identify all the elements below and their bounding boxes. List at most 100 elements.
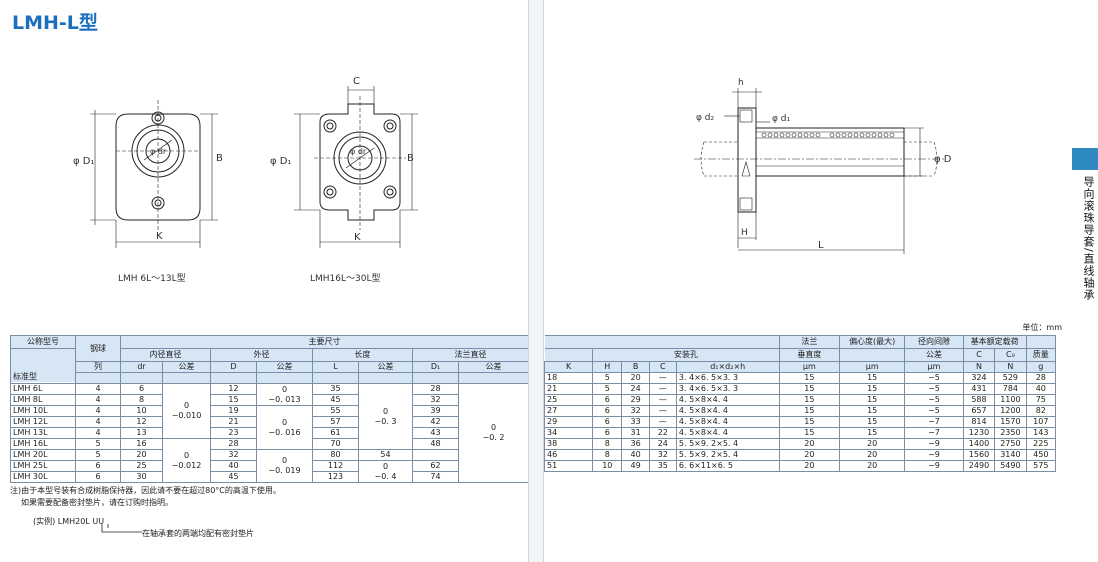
cell-C0: 1200: [994, 405, 1027, 417]
cell-rc: −7: [904, 427, 964, 439]
header-D1-tol: 公差: [458, 361, 529, 373]
dim-H-label: H: [741, 228, 748, 238]
cell-D: 12: [210, 383, 257, 395]
header-C: C: [962, 348, 996, 362]
cell-rows: 4: [75, 405, 121, 417]
page-gutter: [528, 0, 544, 562]
left-page: LMH-L型 φ D₁ φ dr B K LMH 6L～13: [0, 0, 529, 562]
table-row: 38 8 36 24 5. 5×9. 2×5. 4 20 20 −9 1400 …: [543, 438, 1057, 450]
cell-D-tol-b: 0−0. 016: [256, 405, 313, 450]
cell-C0: 2350: [994, 427, 1027, 439]
cell-dr: 10: [120, 405, 163, 417]
dim-K-label: K: [156, 231, 163, 242]
cell-rc: −9: [904, 460, 964, 472]
header-blank: [256, 372, 313, 384]
cell-D1: 42: [412, 416, 459, 428]
header-rc-tol: 公差: [904, 348, 964, 362]
cell-D1: 48: [412, 438, 459, 450]
cell-C: 22: [648, 427, 677, 439]
cell-rc: −5: [904, 405, 964, 417]
cell-hole: 4. 5×8×4. 4: [675, 416, 780, 428]
cell-C0: 1570: [994, 416, 1027, 428]
cell-C: —: [648, 394, 677, 406]
cell-L: 35: [312, 383, 359, 395]
cell-D: 45: [210, 471, 257, 483]
table-row: LMH 20L 5 20 32 0−0. 019 80 54: [10, 449, 529, 483]
header-N-2: N: [994, 361, 1027, 373]
cell-H: 8: [592, 438, 623, 450]
side-view-drawing: [694, 88, 946, 254]
cell-mass: 28: [1025, 372, 1057, 384]
cell-C: —: [648, 405, 677, 417]
cell-hole: 5. 5×9. 2×5. 4: [675, 438, 780, 450]
table-row: LMH 6L 4 6 0−0.010 12 0−0. 013 35 0−0. 3…: [10, 383, 529, 483]
cell-D1: 43: [412, 427, 459, 439]
cell-model: LMH 6L: [10, 383, 76, 395]
side-tab-text: 导向滚珠导套/直线轴承: [1082, 176, 1095, 301]
header-ball-rows: 钢球: [75, 335, 121, 362]
header-C-dim: C: [648, 361, 677, 373]
cell-model: LMH 12L: [10, 416, 76, 428]
dim-dr-label-2: φ dr: [350, 147, 367, 156]
cell-ecc: 20: [839, 438, 906, 450]
header-D1: D₁: [412, 361, 459, 373]
cell-ecc: 15: [839, 416, 906, 428]
cell-H: 6: [592, 394, 623, 406]
header-blank: [210, 372, 257, 384]
cell-D1: 39: [412, 405, 459, 417]
table-row: 27 6 32 — 4. 5×8×4. 4 15 15 −5 657 1200 …: [543, 405, 1057, 417]
front-view-large-drawing: [294, 86, 418, 248]
cell-perp: 15: [778, 405, 841, 417]
cell-B: 36: [621, 438, 650, 450]
cell-hole: 3. 4×6. 5×3. 3: [675, 383, 780, 395]
cell-rows: 4: [75, 416, 121, 428]
cell-D: 40: [210, 460, 257, 472]
header-mount-hole: 安装孔: [592, 348, 780, 362]
cell-C0: 2750: [994, 438, 1027, 450]
cell-D: 15: [210, 394, 257, 406]
cell-mass: 107: [1025, 416, 1057, 428]
dim-C-label: C: [353, 76, 360, 87]
cell-rc: −5: [904, 383, 964, 395]
cell-C: 24: [648, 438, 677, 450]
header-D-tol: 公差: [256, 361, 313, 373]
header-blank: [358, 372, 413, 384]
header-ecc-blank: [839, 348, 906, 362]
dim-d2-label: φ d₂: [696, 113, 715, 123]
table-row: 29 6 33 — 4. 5×8×4. 4 15 15 −7 814 1570 …: [543, 416, 1057, 428]
header-um-2: μm: [839, 361, 906, 373]
cell-K: 34: [543, 427, 594, 439]
dim-L-label: L: [818, 240, 824, 251]
cell-L: 123: [312, 471, 359, 483]
notes: 注)由于本型号装有合成树脂保持器，因此请不要在超过80°C的高温下使用。 如果需…: [10, 485, 281, 509]
header-flange-dia: 法兰直径: [412, 348, 529, 362]
header-length: 长度: [312, 348, 413, 362]
header-ball-rows-bottom: 列: [75, 361, 121, 373]
header-blank: [312, 372, 359, 384]
cell-K: 25: [543, 394, 594, 406]
cell-C: 32: [648, 449, 677, 461]
example-label: (实例) LMH20L UU: [33, 517, 105, 526]
example-desc: 在轴承套的两端均配有密封垫片: [142, 529, 254, 538]
header-H: H: [592, 361, 623, 373]
cell-rc: −5: [904, 394, 964, 406]
cell-C: —: [648, 383, 677, 395]
cell-perp: 15: [778, 416, 841, 428]
spec-table-right: 法兰 偏心度(最大) 径向间隙 基本额定载荷 安装孔 垂直度 公差 C C₀ 质…: [543, 335, 1057, 472]
cell-B: 31: [621, 427, 650, 439]
header-outer-dia: 外径: [210, 348, 313, 362]
dim-B-label: B: [216, 153, 223, 164]
table-row: 21 5 24 — 3. 4×6. 5×3. 3 15 15 −5 431 78…: [543, 383, 1057, 395]
dim-B-label-2: B: [407, 153, 414, 164]
dim-dr-label: φ dr: [150, 147, 167, 156]
cell-perp: 20: [778, 449, 841, 461]
cell-rows: 5: [75, 449, 121, 461]
cell-H: 6: [592, 405, 623, 417]
cell-L: 57: [312, 416, 359, 428]
cell-rows: 4: [75, 383, 121, 395]
unit-label: 单位：mm: [1022, 323, 1062, 332]
cell-H: 5: [592, 383, 623, 395]
cell-D-tol-a: 0−0. 013: [256, 383, 313, 406]
header-hole-sub: d₁×d₂×h: [675, 361, 780, 373]
cell-D1: 62: [412, 460, 459, 472]
